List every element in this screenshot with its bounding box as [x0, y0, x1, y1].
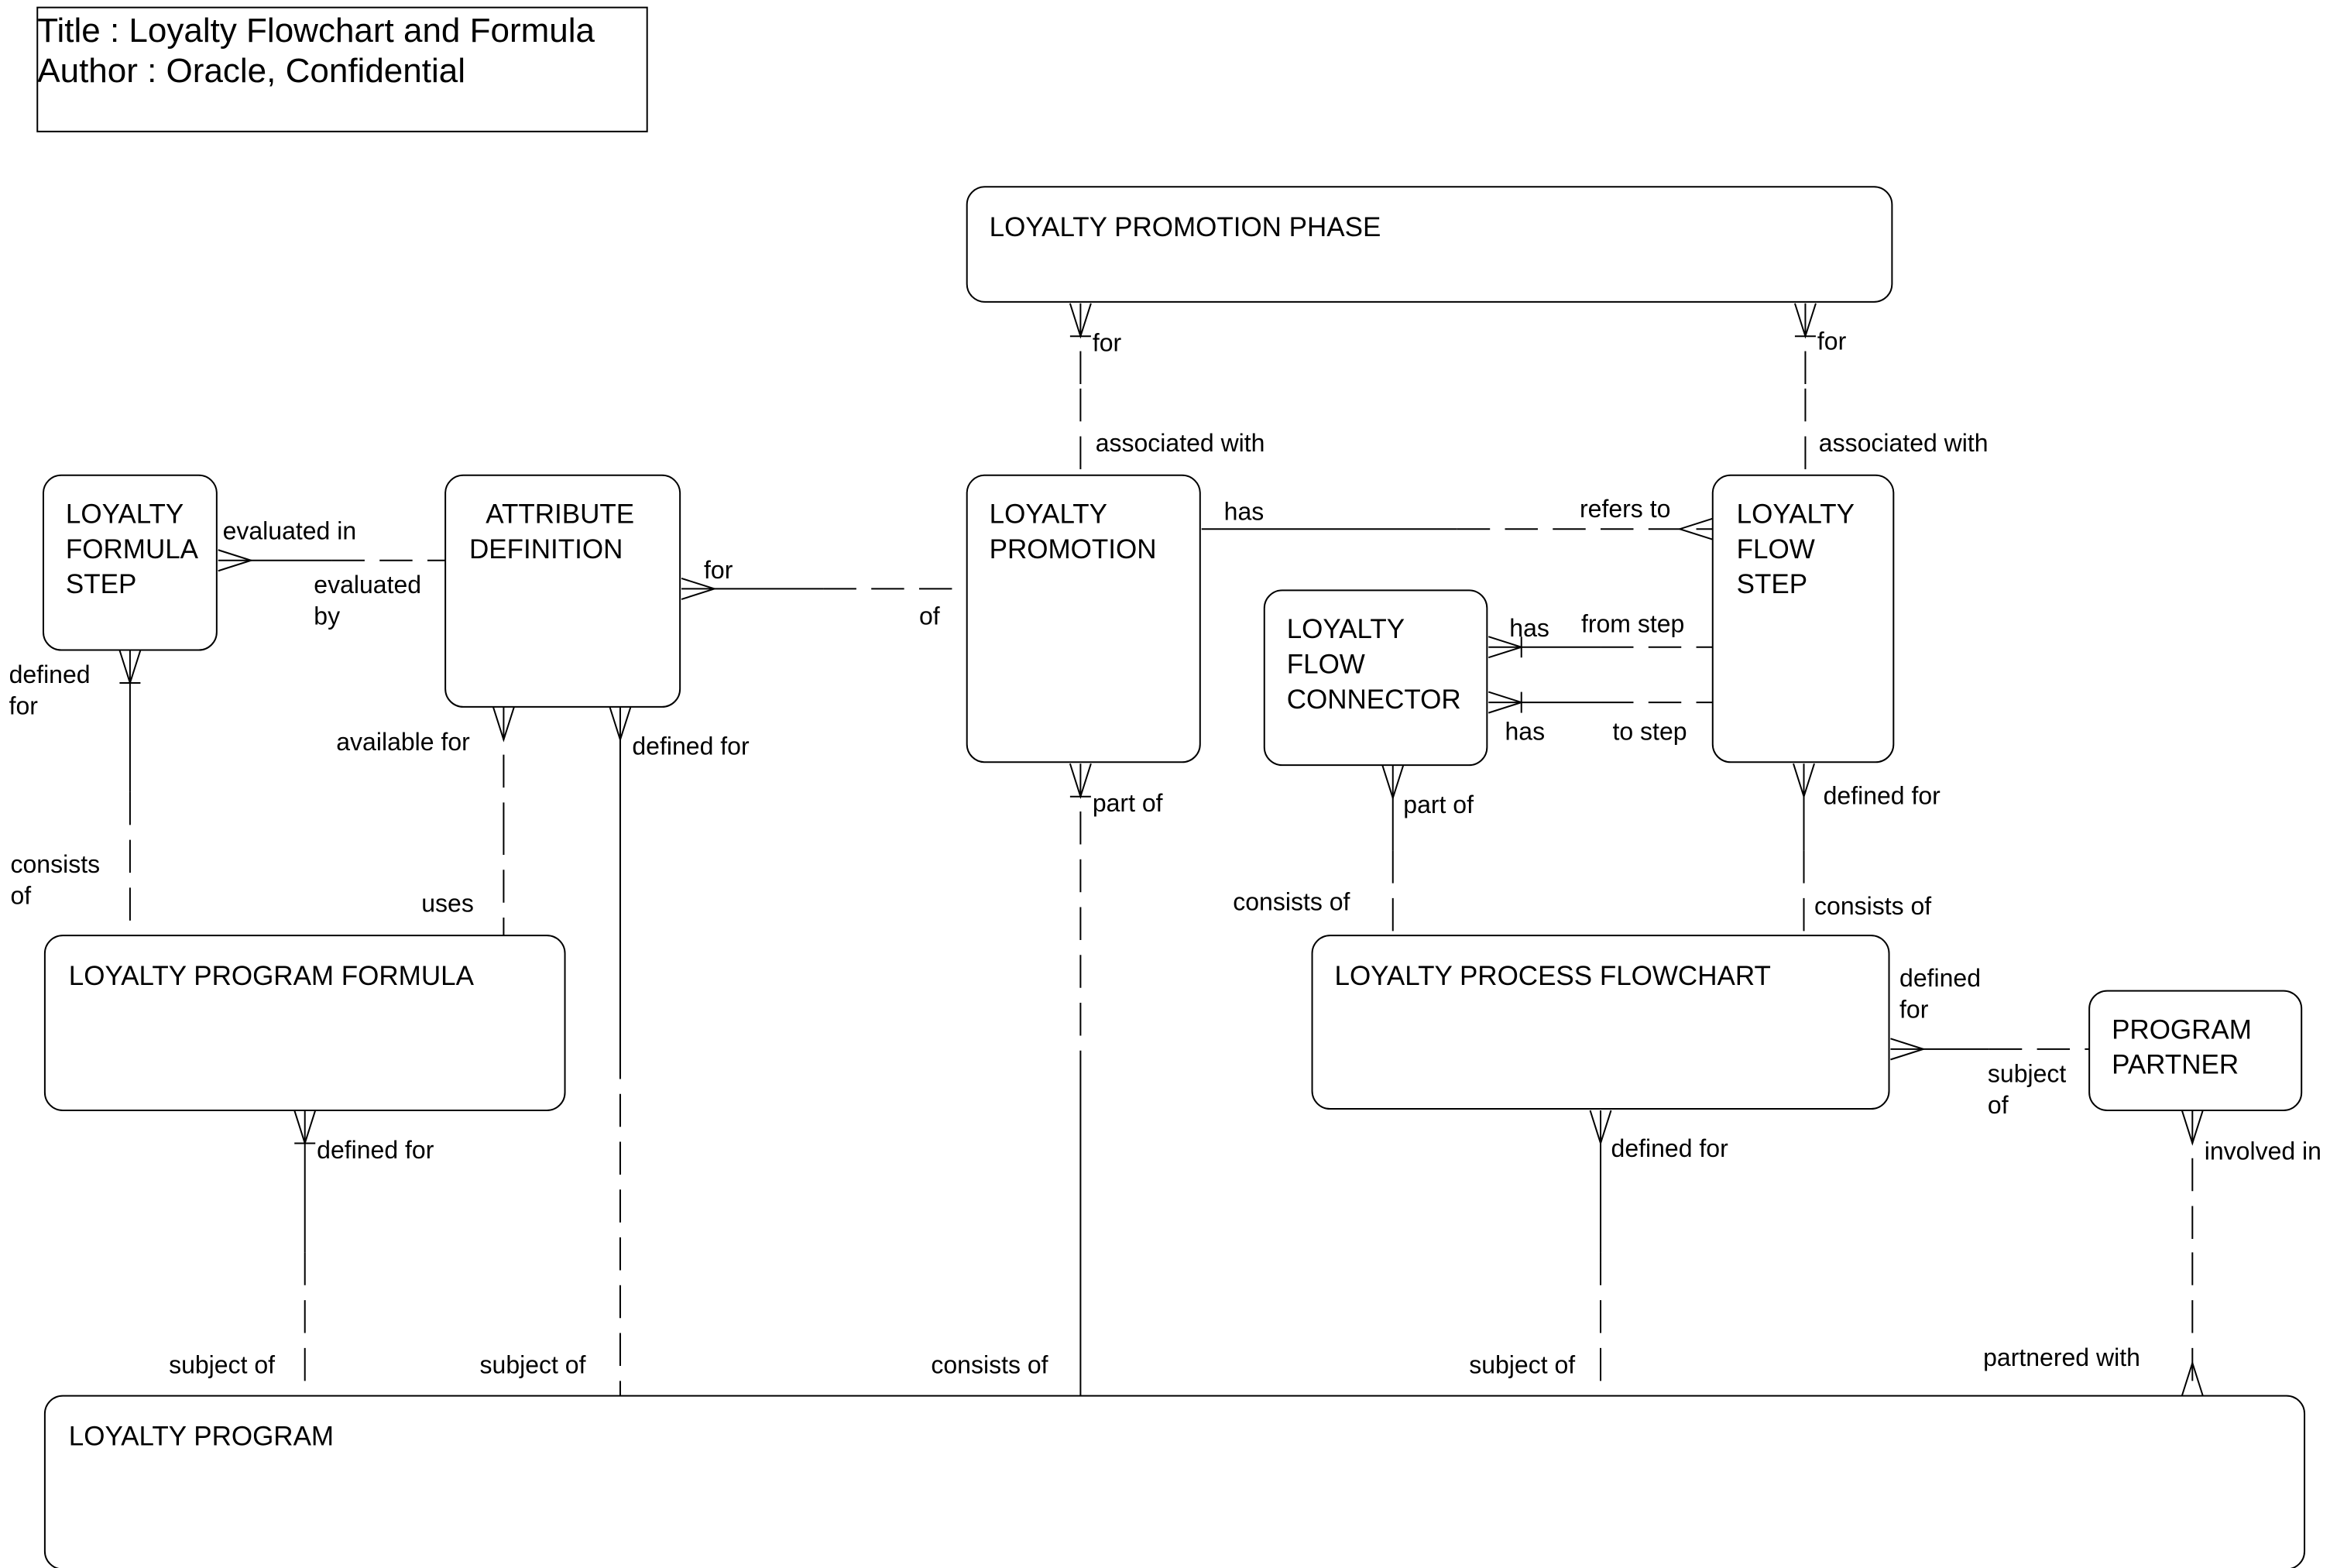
entity-label: LOYALTY PROGRAM — [69, 1421, 334, 1451]
relationship-label-conn-from-has: has — [1509, 614, 1549, 642]
entity-program: LOYALTY PROGRAM — [43, 1395, 2306, 1568]
relationship-label-flow-partner-defined: defined — [1899, 964, 1981, 992]
relationship-label-attr-promo-of: of — [919, 602, 940, 630]
entity-label: STEP — [66, 569, 136, 599]
crows-foot-marker — [1677, 517, 1714, 540]
crows-foot-marker — [1589, 1110, 1612, 1146]
entity-label: PROMOTION — [990, 534, 1157, 564]
relationship-label-partner-program-involved: involved in — [2205, 1137, 2321, 1165]
entity-label: LOYALTY PROMOTION PHASE — [990, 212, 1381, 242]
relationship-label-attr-formula-available: available for — [336, 728, 470, 756]
entity-label: CONNECTOR — [1287, 684, 1461, 715]
relationship-label-step-flow-defined: defined for — [1824, 781, 1941, 809]
relationship-label-fstep-attr-by: by — [314, 602, 340, 630]
entity-label: LOYALTY — [1737, 499, 1855, 530]
entity-label: PARTNER — [2112, 1050, 2239, 1080]
relationship-label-fstep-formula-defined: for — [9, 692, 39, 720]
relationship-label-step-phase-assoc: associated with — [1819, 429, 1989, 457]
relationship-label-conn-from-step: from step — [1581, 609, 1684, 637]
entity-label: LOYALTY — [990, 499, 1107, 530]
relationship-label-fstep-formula-consists: of — [11, 882, 32, 910]
entities: Title : Loyalty Flowchart and FormulaAut… — [36, 6, 2306, 1568]
relationship-label-attr-program-defined: defined for — [632, 733, 750, 760]
entity-formula-step: LOYALTY FORMULA STEP — [42, 474, 218, 651]
entity-attr-def: ATTRIBUTE DEFINITION — [444, 474, 681, 708]
entity-partner: PROGRAM PARTNER — [2088, 990, 2303, 1111]
entity-label: FLOW — [1737, 534, 1815, 564]
relationship-label-conn-to-has: has — [1505, 717, 1546, 745]
relationship-label-conn-to-step: to step — [1612, 717, 1687, 745]
entity-label: LOYALTY PROCESS FLOWCHART — [1334, 961, 1770, 991]
relationship-label-flow-partner-subject: of — [1988, 1091, 2009, 1119]
relationship-label-conn-flow-consists: consists of — [1233, 887, 1350, 915]
entity-label: FORMULA — [66, 534, 199, 564]
entity-label: STEP — [1737, 569, 1807, 599]
relationship-label-flow-partner-defined: for — [1899, 995, 1929, 1023]
relationship-label-attr-program-subject: subject of — [480, 1351, 586, 1379]
entity-label: ATTRIBUTE — [486, 499, 634, 530]
relationship-label-promo-phase-for: for — [1093, 329, 1122, 357]
title-block: Title : Loyalty Flowchart and FormulaAut… — [36, 6, 648, 132]
relationship-label-promo-program-part: part of — [1093, 789, 1163, 817]
relationship-label-fstep-attr-in: evaluated in — [223, 517, 357, 545]
crows-foot-marker — [492, 706, 515, 743]
relationship-label-formula-program-defined: defined for — [317, 1136, 434, 1164]
relationship-label-attr-formula-uses: uses — [421, 889, 474, 917]
diagram-title: Title : Loyalty Flowchart and Formula — [37, 12, 595, 50]
relationship-label-flow-partner-subject: subject — [1988, 1059, 2067, 1087]
crows-foot-marker — [2181, 1110, 2204, 1146]
entity-label: LOYALTY — [66, 499, 184, 530]
relationship-label-conn-flow-part: part of — [1403, 791, 1474, 818]
entity-label: DEFINITION — [469, 534, 623, 564]
relationship-label-partner-program-partnered: partnered with — [1983, 1343, 2140, 1371]
entity-process-flowchart: LOYALTY PROCESS FLOWCHART — [1311, 935, 1890, 1110]
entity-flow-step: LOYALTY FLOW STEP — [1711, 474, 1895, 763]
crows-foot-marker — [218, 549, 254, 572]
relationship-label-fstep-formula-consists: consists — [11, 850, 101, 878]
entity-label: LOYALTY PROGRAM FORMULA — [69, 961, 475, 991]
relationship-label-promo-step-has: has — [1224, 498, 1265, 526]
diagram-author: Author : Oracle, Confidential — [37, 52, 465, 90]
entity-promotion: LOYALTY PROMOTION — [966, 474, 1201, 763]
relationship-label-promo-step-refers: refers to — [1580, 495, 1670, 523]
entity-program-formula: LOYALTY PROGRAM FORMULA — [43, 935, 566, 1111]
entity-flow-connector: LOYALTY FLOW CONNECTOR — [1263, 589, 1488, 767]
relationship-label-formula-program-subject: subject of — [169, 1351, 275, 1379]
relationship-label-step-flow-consists: consists of — [1814, 892, 1931, 920]
relationship-labels: for associated with for associated with eval… — [9, 328, 2321, 1379]
entity-label: FLOW — [1287, 649, 1365, 679]
relationship-label-promo-program-consists: consists of — [931, 1351, 1048, 1379]
relationship-label-attr-promo-for: for — [704, 556, 733, 584]
relationship-lines — [118, 303, 2204, 1396]
relationship-label-flow-program-subject: subject of — [1469, 1351, 1575, 1379]
relationship-label-step-phase-for: for — [1817, 328, 1847, 355]
relationship-label-promo-phase-assoc: associated with — [1096, 429, 1265, 457]
crows-foot-marker — [2181, 1360, 2204, 1396]
crows-foot-marker — [1890, 1038, 1927, 1061]
relationship-label-fstep-formula-defined: defined — [9, 660, 91, 688]
relationship-label-fstep-attr-by: evaluated — [314, 571, 421, 599]
entity-label: LOYALTY — [1287, 614, 1405, 644]
crows-foot-marker — [681, 577, 717, 600]
crows-foot-marker — [609, 706, 632, 743]
crows-foot-marker — [1381, 764, 1405, 801]
entity-label: PROGRAM — [2112, 1014, 2252, 1045]
relationship-label-flow-program-defined: defined for — [1611, 1134, 1729, 1162]
entity-phase: LOYALTY PROMOTION PHASE — [966, 186, 1893, 303]
crows-foot-marker — [1793, 763, 1815, 799]
